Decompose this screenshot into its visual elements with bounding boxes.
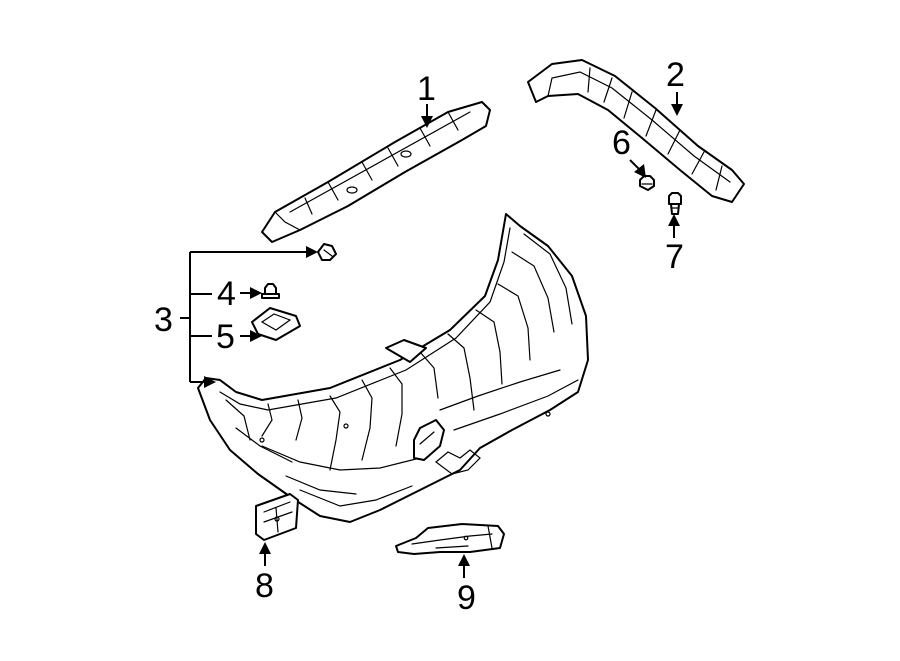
- part-8-block: [255, 493, 299, 541]
- part-6-clip: [639, 175, 655, 191]
- leader-8: [259, 542, 271, 566]
- leader-3-bracket: [180, 246, 318, 388]
- clip-part-3: [317, 243, 337, 261]
- leader-4: [240, 287, 262, 299]
- leader-9: [458, 554, 470, 578]
- leader-2: [671, 92, 683, 116]
- callout-8: 8: [255, 567, 274, 605]
- part-1-upper-trim-panel: [261, 101, 491, 243]
- leader-6: [629, 159, 646, 178]
- callout-2: 2: [666, 56, 685, 94]
- callout-1: 1: [417, 70, 436, 108]
- callout-9: 9: [457, 579, 476, 617]
- part-4-push-pin: [261, 283, 280, 299]
- callout-4: 4: [217, 275, 236, 313]
- part-7-screw: [668, 192, 682, 215]
- callout-6: 6: [612, 124, 631, 162]
- leader-7: [668, 214, 680, 238]
- callout-5: 5: [216, 318, 235, 356]
- part-9-bracket: [395, 523, 505, 555]
- part-3-main-liftgate-panel: [197, 213, 589, 523]
- leader-5: [240, 330, 262, 342]
- callout-3: 3: [154, 301, 173, 339]
- part-2-curved-side-trim: [527, 59, 745, 203]
- leader-1: [421, 104, 433, 128]
- callout-7: 7: [665, 238, 684, 276]
